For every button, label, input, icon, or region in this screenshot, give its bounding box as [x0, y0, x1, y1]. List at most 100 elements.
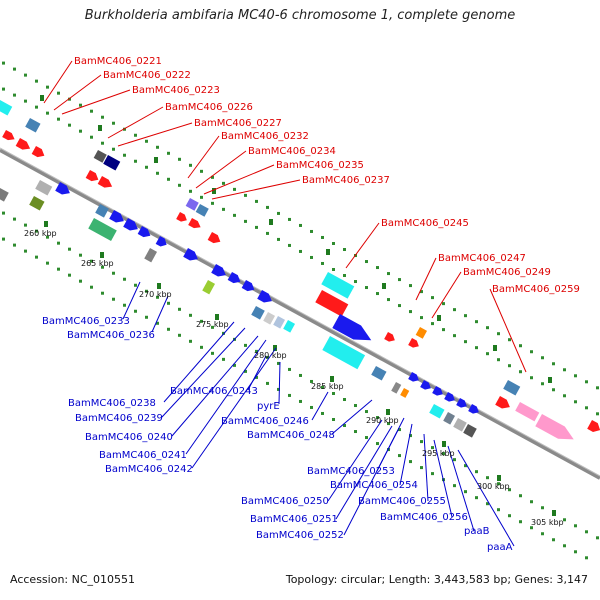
gene-label-bottom[interactable]: paaA	[487, 542, 513, 553]
tick-mark	[157, 283, 161, 289]
gene-box	[429, 404, 445, 419]
gene-label-top[interactable]: BamMC406_0237	[302, 175, 390, 186]
guide-dot	[2, 87, 5, 91]
gene-label-top[interactable]: BamMC406_0249	[463, 267, 551, 278]
gene-label-top[interactable]: BamMC406_0232	[221, 131, 309, 142]
gene-box	[202, 280, 216, 295]
gene-label-bottom[interactable]: paaB	[464, 526, 490, 537]
guide-dot	[541, 382, 544, 386]
guide-dot	[277, 361, 280, 365]
tick-mark	[215, 314, 219, 320]
leader-line	[151, 295, 169, 333]
tick-label: 290 kbp	[366, 416, 399, 425]
guide-dot	[167, 301, 170, 305]
gene-label-top[interactable]: BamMC406_0223	[132, 85, 220, 96]
leader-line	[433, 439, 453, 518]
gene-label-bottom[interactable]: BamMC406_0251	[250, 514, 338, 525]
guide-dot	[343, 274, 346, 278]
gene-label-bottom[interactable]: BamMC406_0250	[241, 496, 329, 507]
gene-label-top[interactable]: BamMC406_0234	[248, 146, 336, 157]
gene-box	[95, 204, 109, 218]
guide-dot	[409, 460, 412, 464]
guide-dot	[332, 391, 335, 395]
guide-dot	[486, 326, 489, 330]
gene-label-bottom[interactable]: BamMC406_0256	[380, 512, 468, 523]
tick-mark	[40, 95, 44, 101]
guide-dot	[145, 165, 148, 169]
gene-label-bottom[interactable]: BamMC406_0254	[330, 480, 418, 491]
gene-label-top[interactable]: BamMC406_0235	[276, 160, 364, 171]
guide-dot	[101, 141, 104, 145]
gene-label-top[interactable]: BamMC406_0226	[165, 102, 253, 113]
leader-line	[447, 445, 475, 532]
tick-label: 260 kbp	[24, 229, 57, 238]
gene-label-bottom[interactable]: BamMC406_0240	[85, 432, 173, 443]
chromosome-backbone	[0, 148, 600, 480]
gene-arrow-blue	[55, 182, 70, 195]
guide-dot	[530, 376, 533, 380]
guide-dot	[277, 237, 280, 241]
guide-dot	[24, 73, 27, 77]
guide-dot	[431, 472, 434, 476]
tick-label: 275 kbp	[196, 320, 229, 329]
gene-arrow-blue	[183, 248, 198, 261]
guide-dot	[68, 247, 71, 251]
guide-dot	[354, 280, 357, 284]
gene-label-top[interactable]: BamMC406_0245	[381, 218, 469, 229]
guide-dot	[530, 526, 533, 530]
gene-label-top[interactable]: BamMC406_0259	[492, 284, 580, 295]
gene-box	[443, 412, 456, 425]
gene-label-bottom[interactable]: BamMC406_0236	[67, 330, 155, 341]
tick-mark	[154, 157, 158, 163]
gene-label-bottom[interactable]: BamMC406_0241	[99, 450, 187, 461]
guide-dot	[233, 187, 236, 191]
gene-label-top[interactable]: BamMC406_0222	[103, 70, 191, 81]
guide-dot	[299, 249, 302, 253]
guide-dot	[475, 470, 478, 474]
gene-label-bottom[interactable]: BamMC406_0243	[170, 386, 258, 397]
guide-dot	[310, 255, 313, 259]
gene-label-top[interactable]: BamMC406_0247	[438, 253, 526, 264]
gene-label-bottom[interactable]: BamMC406_0239	[75, 413, 163, 424]
gene-label-bottom[interactable]: BamMC406_0252	[256, 530, 344, 541]
guide-dot	[266, 231, 269, 235]
guide-dot	[475, 496, 478, 500]
guide-dot	[90, 135, 93, 139]
guide-dot	[156, 295, 159, 299]
tick-mark	[269, 219, 273, 225]
guide-dot	[420, 440, 423, 444]
guide-dot	[68, 273, 71, 277]
guide-dot	[508, 488, 511, 492]
guide-dot	[299, 223, 302, 227]
leader-line	[335, 425, 393, 520]
guide-dot	[475, 320, 478, 324]
guide-dot	[145, 289, 148, 293]
tick-mark	[442, 441, 446, 447]
guide-dot	[255, 349, 258, 353]
guide-dot	[321, 411, 324, 415]
gene-label-bottom[interactable]: BamMC406_0253	[307, 466, 395, 477]
gene-arrow-blue	[420, 380, 431, 390]
guide-dot	[376, 442, 379, 446]
gene-label-top[interactable]: BamMC406_0227	[194, 118, 282, 129]
tick-label: 280 kbp	[254, 351, 287, 360]
gene-arrow-blue	[456, 398, 467, 408]
guide-dot	[288, 217, 291, 221]
gene-label-bottom[interactable]: BamMC406_0233	[42, 316, 130, 327]
guide-dot	[200, 195, 203, 199]
gene-label-bottom[interactable]: BamMC406_0248	[247, 430, 335, 441]
gene-label-top[interactable]: BamMC406_0221	[74, 56, 162, 67]
gene-label-bottom[interactable]: pyrE	[257, 401, 280, 412]
guide-dot	[57, 241, 60, 245]
guide-dot	[90, 259, 93, 263]
gene-label-bottom[interactable]: BamMC406_0242	[105, 464, 193, 475]
chromosome-backbone-highlight	[0, 147, 600, 477]
guide-dot	[288, 393, 291, 397]
gene-label-bottom[interactable]: BamMC406_0246	[221, 416, 309, 427]
gene-label-bottom[interactable]: BamMC406_0255	[358, 496, 446, 507]
guide-dot	[211, 325, 214, 329]
gene-label-bottom[interactable]: BamMC406_0238	[68, 398, 156, 409]
guide-dot	[387, 422, 390, 426]
guide-dot	[552, 538, 555, 542]
guide-dot	[398, 454, 401, 458]
